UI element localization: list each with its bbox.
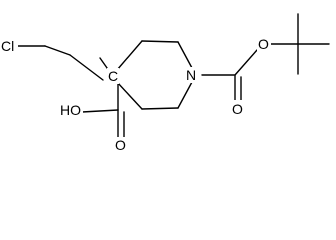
- bond-carbonyl-o-ester: [234, 49, 258, 76]
- atom-c-center: C: [108, 68, 118, 84]
- structure-svg: Cl C N O O HO O: [1, 13, 330, 153]
- bond-ring-n-c2b: [177, 81, 193, 109]
- atom-n-ring: N: [186, 67, 196, 83]
- bond-cooh-oh: [81, 109, 119, 113]
- bond-ch2-c4: [69, 54, 104, 81]
- atom-o-acid-hydroxyl: HO: [60, 102, 81, 118]
- bond-ring-c2a-n: [177, 41, 193, 69]
- atom-labels: Cl C N O O HO O: [1, 36, 271, 153]
- bond-ch2-ch2: [44, 45, 71, 56]
- bond-ring-c3b-c4: [116, 81, 143, 110]
- atom-cl: Cl: [1, 38, 14, 54]
- bond-ring-c4-c3a: [116, 40, 143, 71]
- molecule-diagram: Cl C N O O HO O: [1, 13, 330, 153]
- bond-ring-c2b-c3b: [141, 107, 179, 110]
- atom-o-acid-carbonyl: O: [115, 137, 126, 153]
- bond-ring-c3a-c2a: [141, 40, 179, 43]
- atom-o-carbonyl-ester: O: [232, 101, 243, 117]
- bonds: [16, 13, 330, 139]
- atom-o-ester: O: [258, 36, 269, 52]
